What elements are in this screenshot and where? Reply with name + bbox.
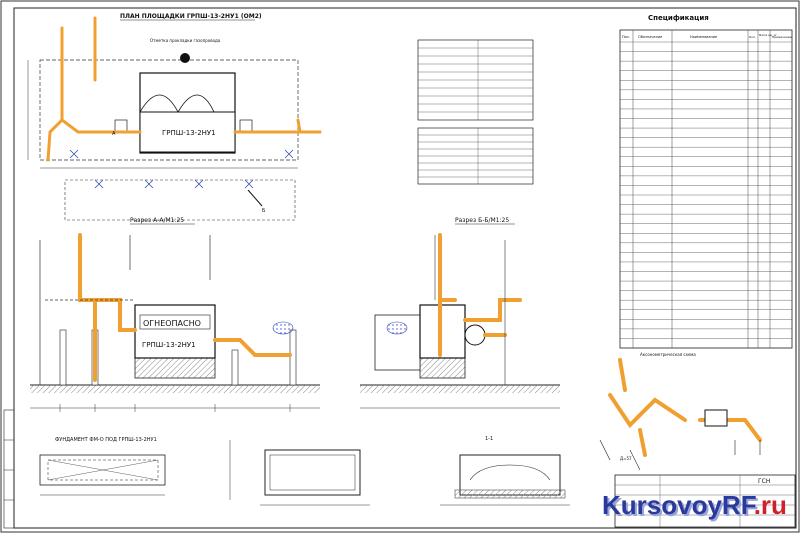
- foundation-title: ФУНДАМЕНТ ФМ-О ПОД ГРПШ-13-2НУ1: [55, 437, 157, 443]
- axon-title: Аксонометрическая схема: [640, 352, 696, 357]
- data-table-2: [417, 127, 534, 185]
- data-table-1: [417, 39, 534, 121]
- spec-head-code: Обозначение: [638, 35, 662, 39]
- svg-text:Б: Б: [262, 208, 266, 214]
- watermark-shadow: KursovoyRF: [604, 492, 759, 522]
- watermark-main: KursovoyRF: [602, 490, 756, 520]
- spec-head-pos: Поз.: [622, 35, 630, 39]
- foundation-plan: ФУНДАМЕНТ ФМ-О ПОД ГРПШ-13-2НУ1: [39, 437, 166, 496]
- title-block: ГСН: [614, 474, 796, 528]
- cut-1-1: 1-1: [440, 436, 570, 506]
- foundation-section: [229, 440, 370, 506]
- stamp-code: ГСН: [758, 478, 770, 485]
- site-plan: ПЛАН ПЛОЩАДКИ ГРПШ-13-2НУ1 (ОМ2) ГРПШ-13…: [27, 13, 322, 221]
- fire-sign: ОГНЕОПАСНО: [143, 319, 201, 328]
- svg-text:Д=57: Д=57: [620, 456, 632, 461]
- specification-table: Спецификация Поз. Обозначение Наименован…: [619, 14, 793, 349]
- watermark-suffix: .ru: [754, 490, 787, 520]
- spec-title: Спецификация: [648, 14, 709, 22]
- axonometric-scheme: Аксонометрическая схема Д=57: [599, 352, 762, 471]
- spec-head-name: Наименование: [690, 35, 717, 39]
- watermark: KursovoyRF KursovoyRF.ru: [602, 490, 787, 522]
- spec-head-note: Примечание: [772, 35, 792, 39]
- section-b-title: Разрез Б-Б/М1:25: [455, 217, 509, 224]
- spec-head-qty: Кол.: [749, 35, 756, 39]
- section-b: Разрез Б-Б/М1:25: [360, 217, 560, 409]
- note-ground: Отметка прокладки газопровода: [150, 38, 221, 43]
- unit-label-plan: ГРПШ-13-2НУ1: [162, 129, 216, 137]
- spec-head-mass: Масса ед., кг: [759, 33, 778, 37]
- section-a: Разрез А-А/М1:25 ОГНЕОПАСНО ГРПШ-13-2НУ1: [30, 217, 320, 412]
- watermark-text: KursovoyRF.ru: [602, 490, 787, 520]
- svg-text:А: А: [112, 131, 116, 137]
- section-cut-label: 1-1: [485, 436, 493, 442]
- section-a-title: Разрез А-А/М1:25: [130, 217, 184, 224]
- unit-label-section: ГРПШ-13-2НУ1: [142, 341, 196, 349]
- side-stamp: [3, 409, 15, 529]
- plan-title: ПЛАН ПЛОЩАДКИ ГРПШ-13-2НУ1 (ОМ2): [120, 13, 262, 20]
